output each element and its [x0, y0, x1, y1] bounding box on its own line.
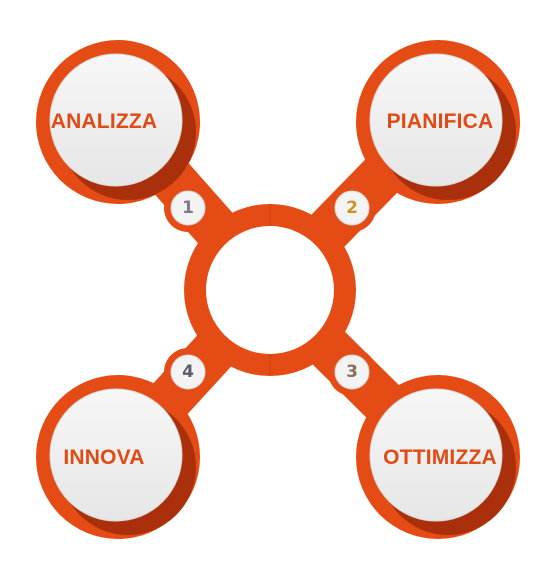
center-hole	[206, 226, 334, 354]
number-badges	[164, 184, 376, 396]
step-label-innova: INNOVA	[63, 446, 145, 469]
badge-disc-1	[170, 190, 206, 226]
step-number-2: 2	[346, 198, 358, 218]
step-disc-3	[369, 388, 503, 522]
step-disc-1	[49, 53, 183, 187]
step-number-1: 1	[182, 198, 194, 218]
step-label-analizza: ANALIZZA	[50, 110, 158, 133]
step-label-ottimizza: OTTIMIZZA	[383, 446, 497, 469]
badge-disc-2	[334, 190, 370, 226]
step-disc-2	[369, 53, 503, 187]
step-discs	[49, 53, 503, 522]
step-label-pianifica: PIANIFICA	[386, 110, 494, 133]
step-number-4: 4	[182, 362, 194, 382]
badge-disc-3	[334, 354, 370, 390]
badge-disc-4	[170, 354, 206, 390]
step-number-3: 3	[346, 362, 358, 382]
step-disc-4	[49, 388, 183, 522]
center-hub	[184, 204, 356, 376]
